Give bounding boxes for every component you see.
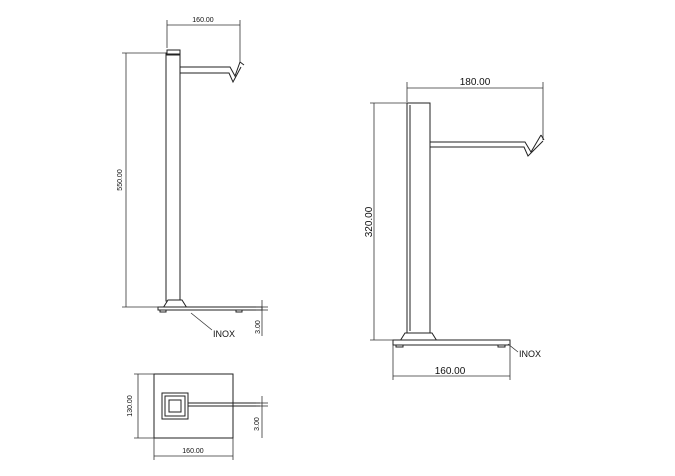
material-label-left: INOX (213, 329, 235, 339)
dimension-label-160-plan: 160.00 (182, 448, 204, 455)
column-cap (166, 49, 181, 55)
dimension-label-130: 130.00 (127, 395, 134, 417)
plan-column-square (168, 399, 182, 413)
dimension-label-3-plan: 3.00 (254, 417, 261, 431)
spout-arm-right (430, 134, 542, 153)
right-elevation-view: 180.00 320.00 160.00 INOX (364, 77, 545, 380)
dimension-label-160-top: 160.00 (192, 17, 214, 24)
material-label-right: INOX (519, 349, 541, 359)
column-body (165, 52, 181, 302)
dimension-label-160-right: 160.00 (435, 366, 466, 377)
dimension-label-180: 180.00 (460, 77, 491, 88)
dimension-label-320: 320.00 (364, 206, 375, 237)
material-leader-left (190, 312, 213, 331)
base-plate-right (392, 339, 511, 346)
dimension-label-550: 550.00 (117, 169, 124, 191)
base-plate (157, 306, 263, 311)
spout-arm (180, 61, 241, 78)
material-leader-right (507, 343, 519, 353)
left-elevation-view: 160.00 550.00 3.00 INOX (117, 17, 268, 339)
dimension-label-3-left: 3.00 (255, 320, 262, 334)
plan-view: 130.00 3.00 160.00 (127, 373, 268, 460)
